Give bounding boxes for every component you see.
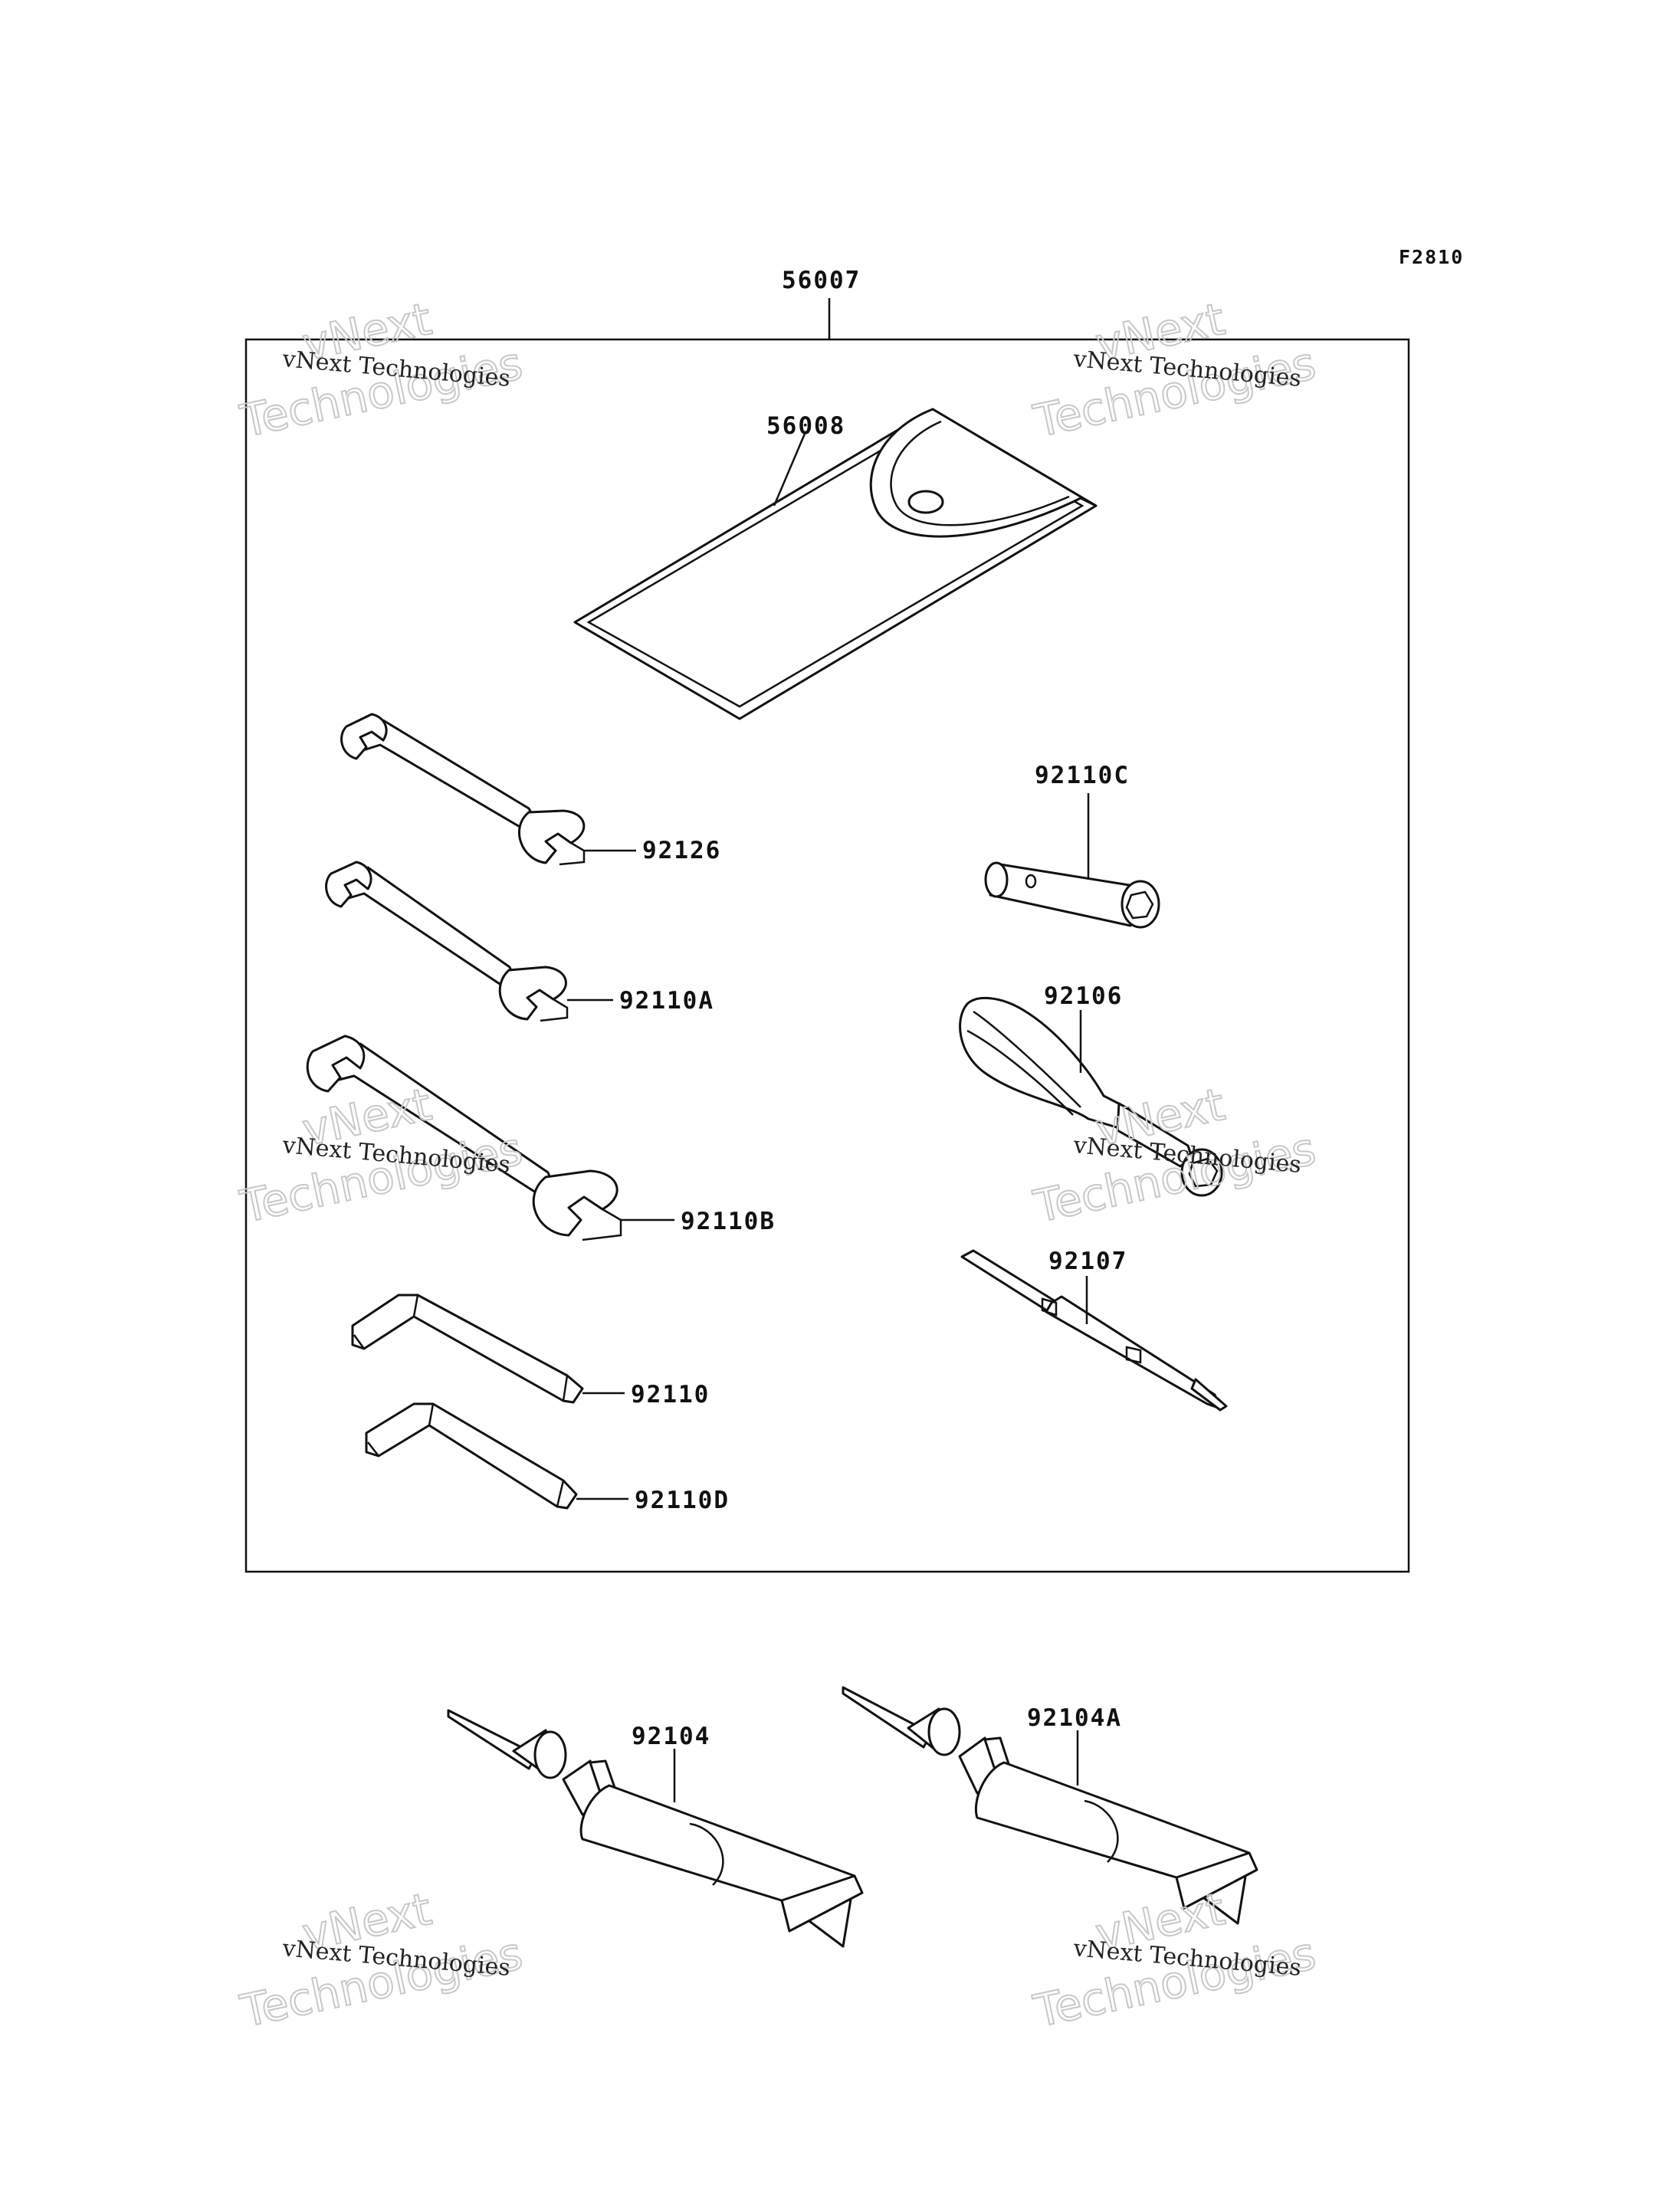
part-label-92106: 92106: [1044, 982, 1123, 1010]
socket-wrench-icon: [984, 861, 1160, 929]
part-label-92104: 92104: [632, 1723, 710, 1750]
part-label-92110C: 92110C: [1035, 762, 1130, 789]
assembly-label: 56007: [782, 267, 861, 294]
part-label-92110D: 92110D: [635, 1487, 730, 1514]
hex-key-icon: [351, 1294, 584, 1404]
watermark-top-right: vNext Technologies vNext Technologies: [1029, 292, 1321, 448]
part-label-92126: 92126: [642, 837, 721, 864]
tool-kit-frame: [244, 338, 1410, 1573]
grease-tube-icon: [447, 1709, 864, 1948]
watermark-bottom-right: vNext Technologies vNext Technologies: [1029, 1882, 1321, 2038]
part-label-92104A: 92104A: [1027, 1704, 1122, 1732]
figure-code: F2810: [1399, 246, 1464, 268]
screwdriver-handle-icon: [959, 996, 1223, 1197]
hex-key-icon: [365, 1402, 578, 1510]
part-label-92107: 92107: [1048, 1248, 1127, 1275]
screwdriver-bit-icon: [960, 1249, 1228, 1412]
part-label-56008: 56008: [766, 412, 845, 440]
watermark-bottom-left: vNext Technologies vNext Technologies: [235, 1882, 528, 2038]
wrench-icon: [340, 713, 586, 866]
grease-tube-icon: [842, 1686, 1258, 1925]
case-leader: [773, 433, 806, 507]
wrench-icon: [306, 1035, 622, 1241]
wrench-icon: [325, 861, 569, 1022]
watermark-mid-left: vNext Technologies vNext Technologies: [235, 1077, 528, 1234]
watermark-top-left: vNext Technologies vNext Technologies: [235, 292, 528, 448]
part-label-92110: 92110: [631, 1381, 710, 1408]
tool-case-icon: [573, 408, 1098, 720]
part-label-92110A: 92110A: [619, 987, 714, 1015]
part-label-92110B: 92110B: [681, 1208, 776, 1235]
